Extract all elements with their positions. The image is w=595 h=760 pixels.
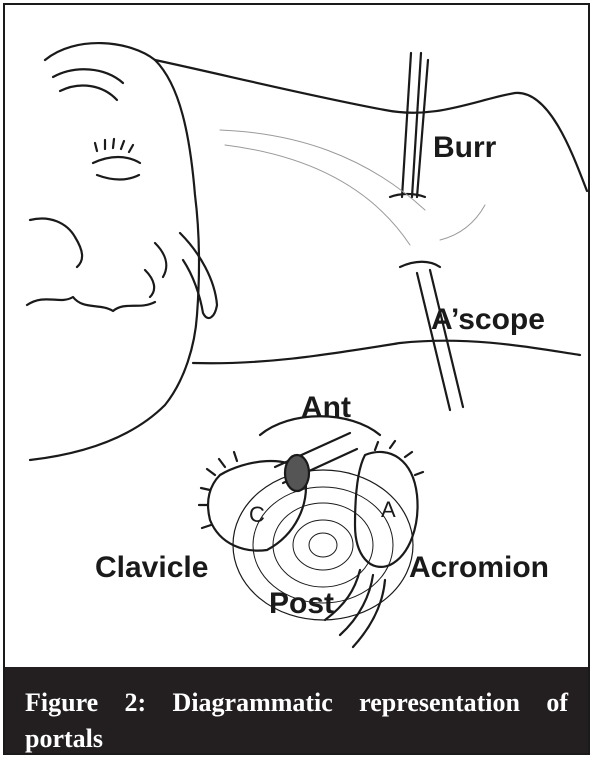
eye-lashes [95, 139, 133, 152]
acromion-label: Acromion [409, 553, 549, 583]
posterior-label: Post [269, 589, 334, 619]
figure-caption: Figure 2: Diagrammatic representation of… [5, 667, 588, 753]
scope-port-mark [400, 262, 440, 267]
clavicle-letter: C [249, 502, 265, 527]
torso-contour [193, 341, 580, 364]
mouth-sketch [27, 297, 155, 311]
head-outline [30, 43, 199, 460]
burr-shaft [402, 53, 428, 197]
arthroscope-label: A’scope [431, 305, 545, 335]
nose-sketch [30, 219, 82, 267]
eyebrow-2 [60, 85, 117, 100]
portal-diagram: C A Burr A’scope Ant Clavicle Acromion P… [5, 5, 588, 667]
eye-lid [93, 157, 140, 163]
figure-frame: C A Burr A’scope Ant Clavicle Acromion P… [3, 3, 590, 755]
eyebrow [53, 69, 123, 83]
anterior-label: Ant [301, 393, 351, 423]
back-contour [155, 60, 587, 191]
eye-lower [97, 175, 139, 180]
clavicle-label: Clavicle [95, 553, 208, 583]
acromion-letter: A [381, 497, 396, 522]
beard-sketch [145, 243, 166, 297]
burr-label: Burr [433, 133, 496, 163]
